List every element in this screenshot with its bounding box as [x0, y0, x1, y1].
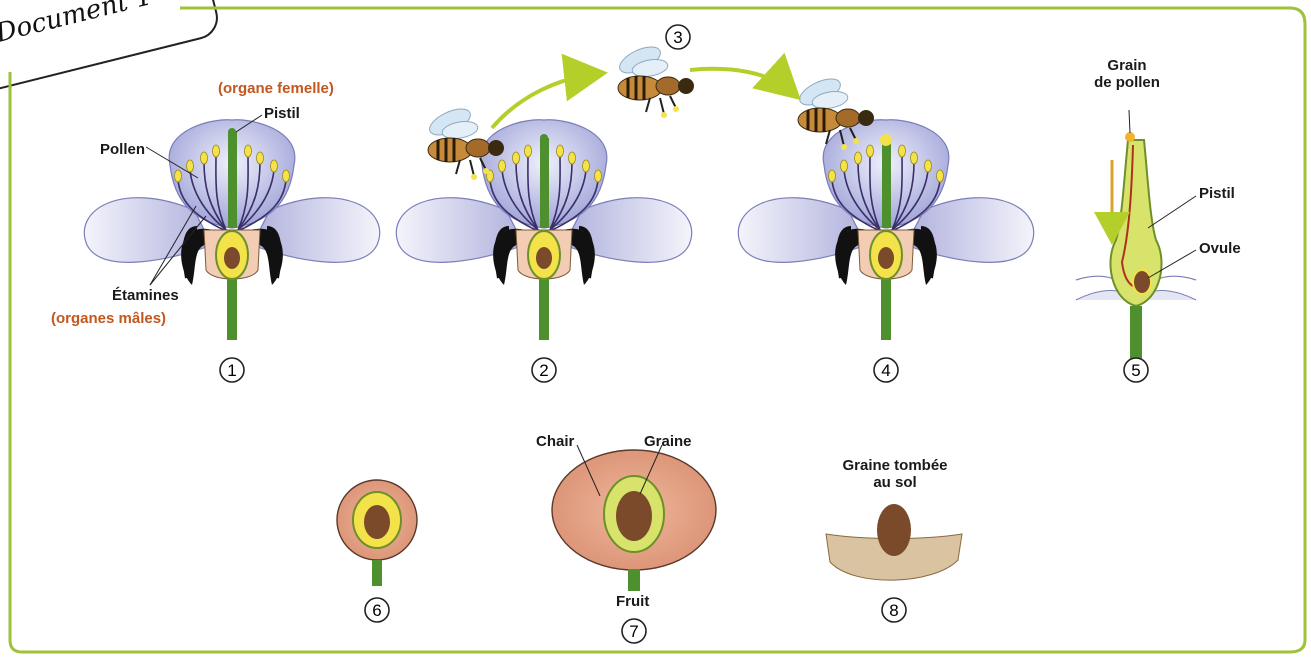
seed-on-ground-illustration — [826, 504, 962, 580]
fallen-seed-label: Graine tombée au sol — [820, 457, 970, 491]
pistil-style — [540, 138, 549, 228]
female-organ-label: (organe femelle) — [218, 80, 334, 97]
pistil-section-illustration — [1076, 132, 1196, 362]
step-number-1-text: 1 — [227, 361, 236, 380]
step-number-7: 7 — [622, 619, 646, 643]
step-number-2-text: 2 — [539, 361, 548, 380]
step-number-4: 4 — [874, 358, 898, 382]
step-number-6: 6 — [365, 598, 389, 622]
step-number-6-text: 6 — [372, 601, 381, 620]
flight-arrow — [690, 69, 792, 92]
pistil-label-5: Pistil — [1199, 185, 1235, 202]
pollen-label: Pollen — [100, 141, 145, 158]
step-number-4-text: 4 — [881, 361, 890, 380]
step-number-8-text: 8 — [889, 601, 898, 620]
fruit-label: Fruit — [616, 593, 649, 610]
step-number-8: 8 — [882, 598, 906, 622]
seed-label: Graine — [644, 433, 692, 450]
step-number-3-text: 3 — [673, 28, 682, 47]
pistil-style — [882, 142, 891, 228]
fruit-illustration — [552, 450, 716, 591]
leader-line — [1148, 196, 1196, 228]
step-number-3: 3 — [666, 25, 690, 49]
male-organs-label: (organes mâles) — [51, 310, 166, 327]
bee-illustration — [616, 42, 694, 118]
step-number-5: 5 — [1124, 358, 1148, 382]
leader-line — [1129, 110, 1130, 133]
pollen-on-stigma — [880, 134, 892, 146]
small-fruit-illustration — [337, 480, 417, 586]
step-number-5-text: 5 — [1131, 361, 1140, 380]
pistil-stigma — [228, 128, 236, 136]
ovule-label: Ovule — [1199, 240, 1241, 257]
step-number-7-text: 7 — [629, 622, 638, 641]
step-number-2: 2 — [532, 358, 556, 382]
stamens-label: Étamines — [112, 287, 179, 304]
pistil-style — [228, 132, 237, 228]
pistil-label: Pistil — [264, 105, 300, 122]
step-number-1: 1 — [220, 358, 244, 382]
flesh-label: Chair — [536, 433, 574, 450]
pollen-grain-label: Grain de pollen — [1082, 57, 1172, 91]
